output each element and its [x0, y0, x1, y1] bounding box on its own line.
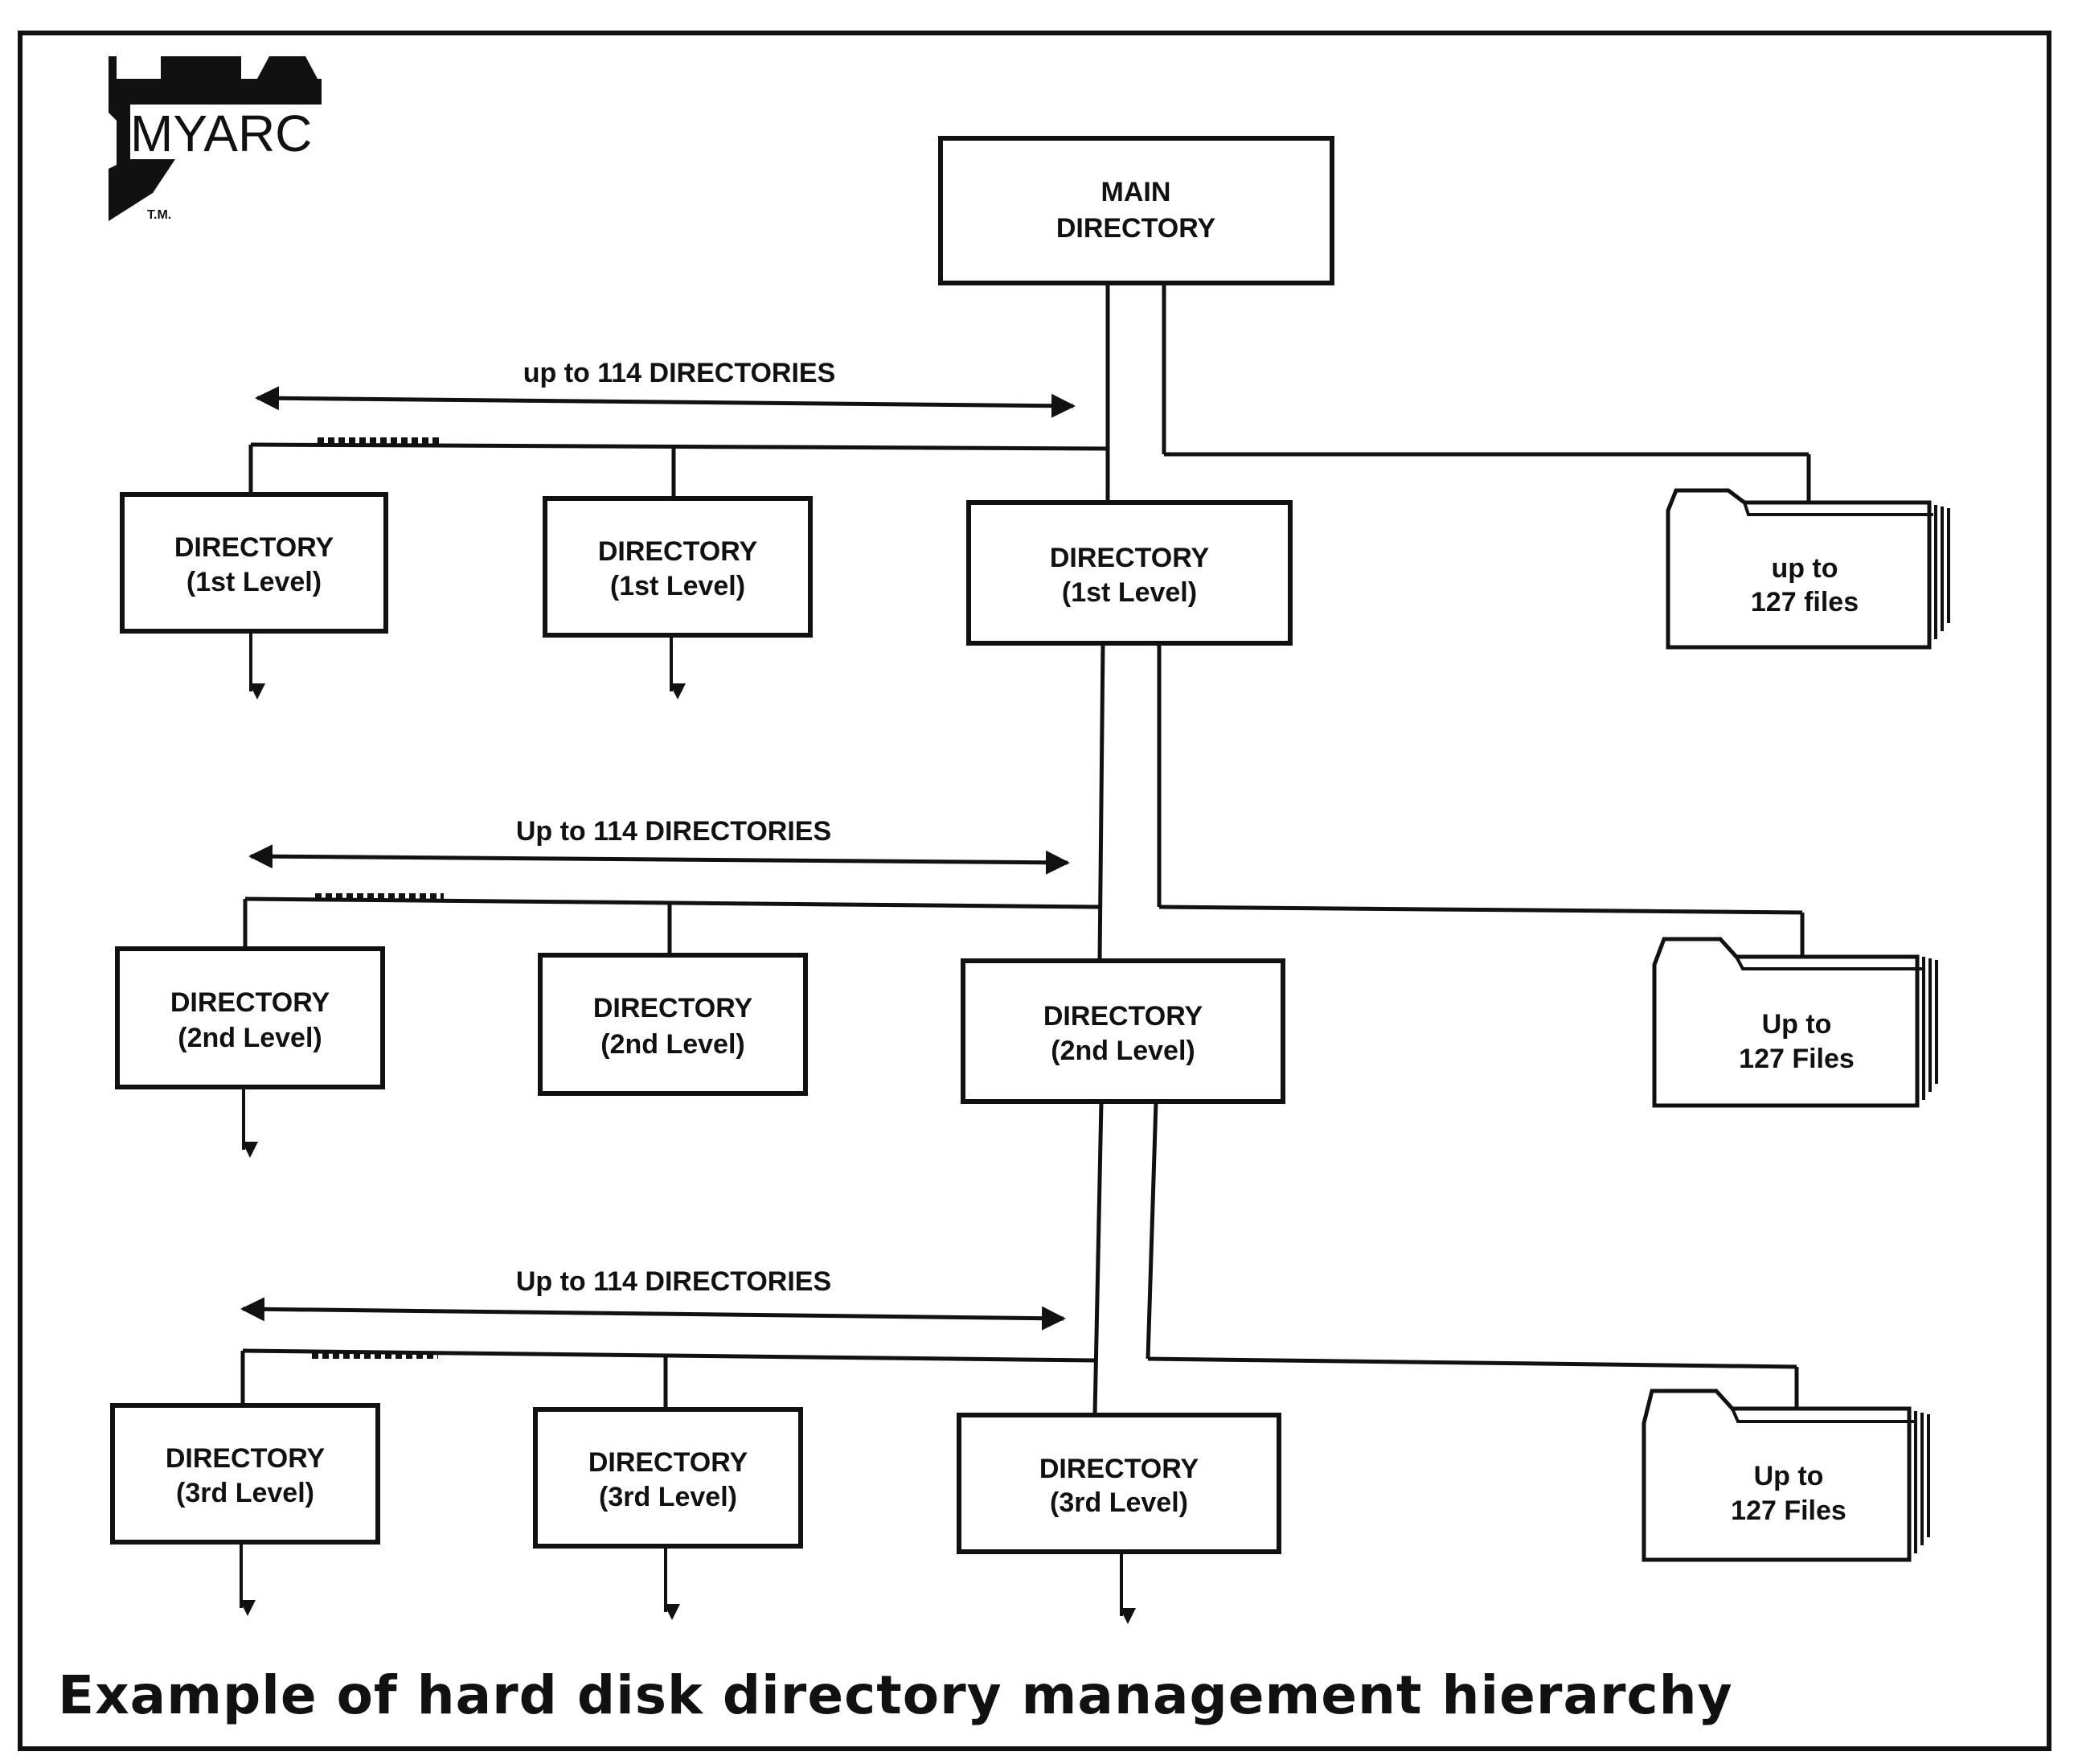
directory-label: DIRECTORY [593, 993, 753, 1024]
level-1: up to 114 DIRECTORIES DIRECTORY (1st Lev… [120, 358, 1950, 699]
files-line1: up to [1771, 553, 1838, 584]
level-3-branch-line [242, 1348, 1096, 1363]
directory-label: DIRECTORY [1039, 1454, 1199, 1484]
directory-label: DIRECTORY [598, 536, 758, 567]
myarc-logo: MYARC T.M. [109, 56, 323, 222]
files-line1: Up to [1762, 1009, 1832, 1040]
main-trunk [1105, 283, 1811, 507]
main-directory-line2: DIRECTORY [1056, 213, 1216, 244]
logo-text: MYARC [130, 105, 312, 162]
directory-label: DIRECTORY [174, 532, 334, 563]
level-1-branch-line [250, 442, 1109, 451]
level-3-range-label: Up to 114 DIRECTORIES [516, 1266, 831, 1297]
directory-level: (3rd Level) [176, 1478, 314, 1508]
level-2-files-folder: Up to 127 Files [1652, 937, 1938, 1108]
directory-level: (2nd Level) [178, 1023, 322, 1053]
files-line2: 127 files [1751, 587, 1859, 617]
main-directory-line1: MAIN [1101, 177, 1171, 207]
files-line1: Up to [1754, 1461, 1824, 1491]
level-3-range-arrow [240, 1297, 1066, 1331]
directory-label: DIRECTORY [588, 1447, 748, 1478]
level-3: Up to 114 DIRECTORIES DIRECTORY (3rd Lev… [110, 1266, 1930, 1624]
level-3-directory-b: DIRECTORY (3rd Level) [533, 1407, 803, 1549]
level-1-range-arrow [255, 386, 1076, 418]
level-2-directory-a: DIRECTORY (2nd Level) [115, 946, 385, 1089]
directory-label: DIRECTORY [170, 987, 330, 1018]
level-1-directory-a: DIRECTORY (1st Level) [120, 492, 388, 634]
main-directory-box: MAIN DIRECTORY [938, 136, 1334, 285]
level-1-trunk [1097, 642, 1805, 962]
directory-label: DIRECTORY [166, 1443, 326, 1474]
level-2-range-arrow [248, 844, 1070, 875]
level-2-branch-line [244, 896, 1100, 909]
directory-level: (1st Level) [610, 571, 745, 601]
level-1-files-folder: up to 127 files [1666, 488, 1950, 650]
level-2: Up to 114 DIRECTORIES DIRECTORY (2nd Lev… [115, 816, 1938, 1158]
directory-level: (2nd Level) [1051, 1036, 1195, 1066]
diagram-caption: Example of hard disk directory managemen… [58, 1664, 1733, 1726]
files-line2: 127 Files [1731, 1495, 1846, 1526]
level-1-directory-c: DIRECTORY (1st Level) [966, 500, 1293, 646]
files-line2: 127 Files [1739, 1044, 1855, 1074]
directory-level: (1st Level) [1062, 577, 1197, 608]
level-3-files-folder: Up to 127 Files [1641, 1389, 1930, 1562]
level-2-range-label: Up to 114 DIRECTORIES [516, 816, 831, 847]
directory-level: (1st Level) [186, 567, 322, 597]
directory-label: DIRECTORY [1043, 1001, 1203, 1032]
level-2-trunk [1092, 1101, 1799, 1416]
level-2-directory-c: DIRECTORY (2nd Level) [961, 958, 1285, 1104]
directory-level: (2nd Level) [600, 1029, 744, 1060]
logo-tm: T.M. [147, 208, 171, 222]
level-1-directory-b: DIRECTORY (1st Level) [543, 496, 813, 638]
directory-label: DIRECTORY [1050, 543, 1210, 573]
directory-level: (3rd Level) [1050, 1487, 1188, 1518]
level-3-directory-c: DIRECTORY (3rd Level) [957, 1413, 1281, 1554]
level-2-directory-b: DIRECTORY (2nd Level) [538, 953, 808, 1096]
level-3-directory-a: DIRECTORY (3rd Level) [110, 1403, 380, 1545]
directory-level: (3rd Level) [599, 1482, 737, 1512]
level-1-range-label: up to 114 DIRECTORIES [523, 358, 836, 388]
